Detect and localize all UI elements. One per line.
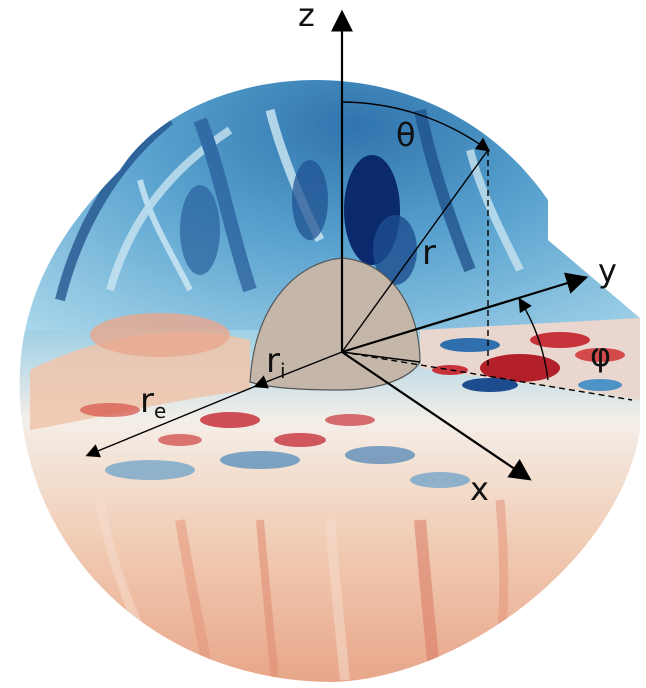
ri-label: ri <box>266 341 286 383</box>
equatorial-band <box>30 313 470 488</box>
r-label: r <box>422 233 436 273</box>
r-projection-horizontal <box>341 351 633 401</box>
re-sub: e <box>154 399 166 423</box>
phi-label: φ <box>590 336 611 374</box>
ri-arrow <box>253 351 343 389</box>
cutaway-wedge <box>420 318 640 400</box>
y-axis-label: y <box>598 252 617 290</box>
phi-arc <box>518 297 549 381</box>
re-arrow <box>85 385 257 458</box>
re-main: r <box>140 381 154 421</box>
ri-sub: i <box>280 359 286 383</box>
re-label: re <box>140 381 166 423</box>
r-vector <box>341 149 489 353</box>
x-axis <box>341 351 532 481</box>
theta-arc <box>341 101 491 152</box>
z-axis-label: z <box>298 0 315 34</box>
theta-label: θ <box>396 116 416 154</box>
x-axis-label: x <box>470 470 489 508</box>
y-axis <box>341 272 589 354</box>
ri-main: r <box>266 341 280 381</box>
